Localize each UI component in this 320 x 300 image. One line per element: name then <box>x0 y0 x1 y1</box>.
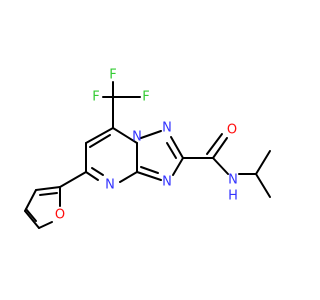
bond-n4-c3a <box>119 171 138 183</box>
atom-label-h-amide: H <box>228 189 238 204</box>
bond-furan-c5-c4-double <box>25 208 37 222</box>
bond-n3-c3a-double <box>140 166 159 174</box>
bond-c2-n3 <box>172 157 184 176</box>
canvas-background <box>0 0 300 300</box>
bond-c5-n4-double <box>91 167 104 176</box>
bond-c5-furan <box>59 171 87 188</box>
atom-label-n-triazole-top: N <box>162 121 172 136</box>
bond-furan-c3-c2 <box>35 186 61 191</box>
atom-label-o-furan: O <box>55 208 65 223</box>
bond-n3-c3a <box>136 171 162 181</box>
bond-furan-c4-c3 <box>24 189 37 212</box>
bond-furan-c5-c4 <box>24 210 40 229</box>
atom-label-n-amide: N <box>228 173 238 188</box>
atom-label-n-triazole-right: N <box>162 175 172 190</box>
bond-n2-c2-double <box>166 142 177 159</box>
bond-n1-n2 <box>140 130 162 139</box>
bond-lines <box>24 81 271 229</box>
bond-carbonyl-o-double <box>206 133 223 155</box>
bond-c7-c6-double <box>89 134 111 148</box>
bond-furan-c3-c2-double <box>39 192 58 196</box>
bond-carbonyl-o <box>212 137 228 159</box>
atom-label-f-top: F <box>109 68 116 83</box>
atom-label-n-bridge: N <box>132 130 142 145</box>
atom-label-o-carbonyl: O <box>227 123 237 138</box>
atom-label-n-pyrimidine: N <box>105 178 115 193</box>
bond-n2-c2 <box>170 136 184 159</box>
bond-c7-c6 <box>85 127 114 144</box>
bond-carbonyl-n <box>212 157 229 175</box>
bond-isopropyl-down <box>255 173 271 198</box>
atom-labels: F F F N N N N O N H O <box>55 68 238 223</box>
chemical-structure-diagram: F F F N N N N O N H O <box>0 0 300 300</box>
atom-label-f-left: F <box>92 90 99 105</box>
atom-label-f-right: F <box>142 90 149 105</box>
bond-c5-n4 <box>85 171 99 181</box>
bond-c7-n1 <box>112 127 138 144</box>
bond-furan-o-c5 <box>38 221 53 229</box>
bond-isopropyl-up <box>255 150 271 175</box>
